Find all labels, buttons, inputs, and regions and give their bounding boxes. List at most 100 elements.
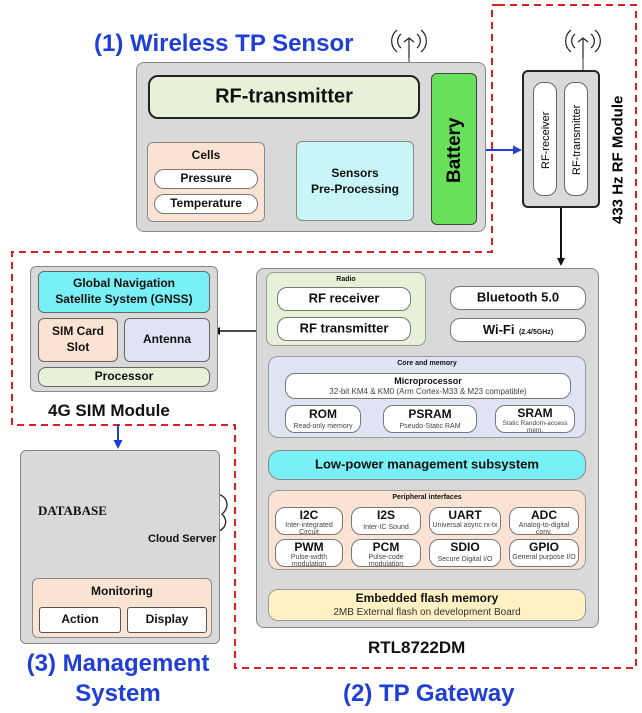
pwm-desc: Pulse-width modulation — [290, 554, 328, 569]
pcm-label: PCM — [372, 540, 400, 554]
cells-label: Cells — [191, 148, 221, 162]
flash-desc: 2MB External flash on development Board — [333, 607, 521, 618]
pressure-label: Pressure — [180, 171, 232, 186]
cloud-server-label: Cloud Server — [148, 533, 217, 545]
temperature-field: Temperature — [154, 194, 258, 214]
temperature-label: Temperature — [170, 196, 242, 211]
sram-field: SRAM Static Random-access mem. — [495, 405, 575, 434]
bluetooth-label: Bluetooth 5.0 — [476, 289, 560, 305]
low-power-label: Low-power management subsystem — [315, 456, 539, 472]
cells-block: Cells Pressure Temperature — [147, 142, 265, 222]
i2c-field: I2C Inter-integrated Circuit — [275, 507, 343, 537]
sim-card-label-line1: SIM Card — [51, 324, 104, 338]
psram-label: PSRAM — [408, 407, 452, 421]
display-label: Display — [145, 612, 189, 627]
sram-label: SRAM — [517, 406, 553, 420]
gnss-label-line2: Satellite System (GNSS) — [55, 292, 193, 306]
rf-transmitter-slot-label: RF-transmitter — [571, 104, 583, 176]
rf-transmitter-block: RF-transmitter — [148, 75, 420, 119]
monitoring-block: Monitoring Action Display — [32, 578, 212, 638]
battery-block: Battery — [431, 73, 477, 225]
database-label: DATABASE — [38, 503, 107, 518]
rf-receiver-slot: RF-receiver — [533, 82, 557, 196]
sdio-desc: Secure Digital I/O — [437, 556, 493, 563]
sim-module-title: 4G SIM Module — [48, 401, 170, 420]
antenna-block: Antenna — [124, 318, 210, 362]
pressure-field: Pressure — [154, 169, 258, 189]
rf-receiver-label: RF-receiver — [540, 111, 552, 169]
wifi-label: Wi-Fi — [482, 321, 515, 337]
core-memory-group: Core and memory Microprocessor 32-bit KM… — [268, 356, 586, 438]
preprocessing-label: Pre-Processing — [310, 182, 400, 196]
i2s-desc: Inter-IC Sound — [363, 524, 409, 531]
sensors-preprocessing-block: Sensors Pre-Processing — [296, 141, 414, 221]
gateway-chip-name: RTL8722DM — [368, 638, 466, 657]
management-title-line1: (3) Management — [26, 650, 210, 677]
gnss-block: Global Navigation Satellite System (GNSS… — [38, 271, 210, 313]
pwm-field: PWM Pulse-width modulation — [275, 539, 343, 569]
wifi-label-row: Wi-Fi (2.4/5GHz) — [451, 321, 585, 339]
adc-field: ADC Analog-to-digital conv. — [509, 507, 579, 537]
gpio-field: GPIO General purpose I/O — [509, 539, 579, 567]
radio-label: Radio — [336, 276, 356, 283]
gateway-section-title: (2) TP Gateway — [343, 680, 515, 707]
flash-label: Embedded flash memory — [355, 591, 499, 605]
rom-field: ROM Read-only memory — [285, 405, 361, 433]
microprocessor-field: Microprocessor 32-bit KM4 & KM0 (Arm Cor… — [285, 373, 571, 399]
monitoring-label: Monitoring — [91, 584, 153, 598]
rf-module-block: RF-receiver RF-transmitter — [522, 70, 600, 208]
sensors-label: Sensors — [331, 166, 379, 180]
pcm-desc: Pulse-code modulation — [368, 554, 404, 569]
i2c-desc: Inter-integrated Circuit — [285, 522, 333, 537]
microprocessor-label: Microprocessor — [394, 376, 462, 386]
bluetooth-field: Bluetooth 5.0 — [450, 286, 586, 310]
adc-label: ADC — [531, 508, 557, 522]
action-label: Action — [61, 612, 99, 627]
adc-desc: Analog-to-digital conv. — [518, 522, 570, 537]
display-button[interactable]: Display — [127, 607, 207, 633]
sim-card-label-line2: Slot — [66, 340, 90, 354]
microprocessor-desc: 32-bit KM4 & KM0 (Arm Cortex-M33 & M23 c… — [329, 387, 527, 396]
i2s-label: I2S — [376, 508, 395, 522]
sensor-section-title: (1) Wireless TP Sensor — [94, 30, 354, 57]
low-power-block: Low-power management subsystem — [268, 450, 586, 480]
antenna-icon — [391, 29, 427, 58]
processor-block: Processor — [38, 367, 210, 387]
peripheral-group: Peripheral interfaces I2C Inter-integrat… — [268, 490, 586, 570]
gpio-desc: General purpose I/O — [512, 554, 576, 561]
sdio-field: SDIO Secure Digital I/O — [429, 539, 501, 567]
antenna-icon — [565, 29, 601, 58]
battery-label: Battery — [444, 117, 465, 183]
uart-desc: Universal async rx-tx — [432, 522, 498, 529]
gpio-label: GPIO — [528, 540, 559, 554]
pcm-field: PCM Pulse-code modulation — [351, 539, 421, 569]
i2s-field: I2S Inter-IC Sound — [351, 507, 421, 535]
wifi-field: Wi-Fi (2.4/5GHz) — [450, 318, 586, 342]
pwm-label: PWM — [294, 540, 324, 554]
psram-field: PSRAM Pseudo-Static RAM — [383, 405, 477, 433]
core-memory-label: Core and memory — [397, 360, 457, 367]
rf-receiver-label: RF receiver — [308, 290, 380, 306]
i2c-label: I2C — [299, 508, 319, 522]
processor-label: Processor — [94, 369, 154, 384]
peripheral-label: Peripheral interfaces — [392, 494, 462, 501]
radio-group: Radio RF receiver RF transmitter — [266, 272, 426, 346]
action-button[interactable]: Action — [39, 607, 121, 633]
rf-receiver-field: RF receiver — [277, 287, 411, 311]
sim-card-slot-block: SIM Card Slot — [38, 318, 118, 362]
gateway-boundary — [11, 4, 637, 669]
sram-desc: Static Random-access mem. — [502, 420, 568, 434]
gnss-label-line1: Global Navigation — [72, 276, 175, 290]
uart-field: UART Universal async rx-tx — [429, 507, 501, 535]
sdio-label: SDIO — [450, 540, 480, 554]
management-title-line2: System — [75, 680, 161, 707]
uart-label: UART — [448, 508, 482, 522]
rom-label: ROM — [309, 407, 337, 421]
wifi-band-label: (2.4/5GHz) — [518, 328, 554, 336]
rf-transmitter-slot: RF-transmitter — [564, 82, 588, 196]
rf-transmitter-field-label: RF transmitter — [299, 320, 389, 336]
rf-transmitter-label: RF-transmitter — [215, 85, 353, 108]
flash-memory-block: Embedded flash memory 2MB External flash… — [268, 589, 586, 621]
rf-module-title: 433 Hz RF Module — [609, 95, 627, 225]
